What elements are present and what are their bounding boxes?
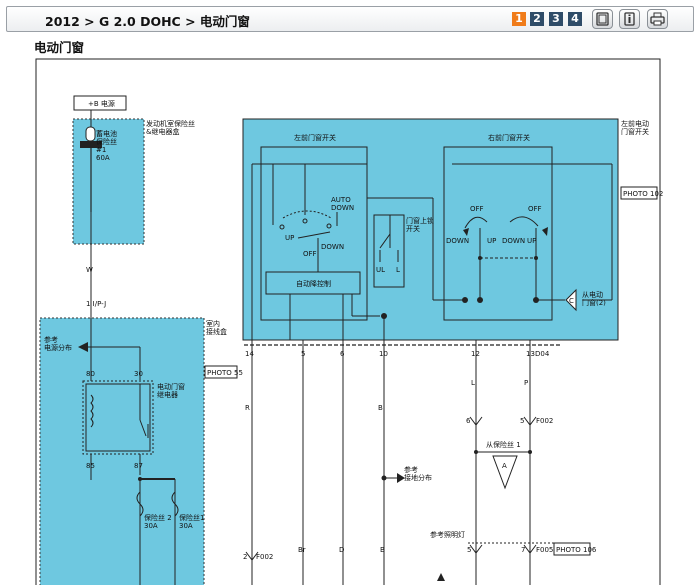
wire-p-label: P (524, 379, 528, 387)
right-switch-frame (443, 146, 553, 321)
page-title: 电动门窗 (34, 40, 85, 55)
connector-c-symbol (565, 288, 577, 312)
right-up-label-2: UP (527, 237, 536, 245)
pin-14-label: 14 (245, 350, 254, 358)
wire-l-label: L (471, 379, 475, 387)
connector-c-label: C (569, 297, 574, 305)
engine-fuse-box (72, 118, 145, 245)
ref-power-dist-label: 参考电源分布 (44, 335, 72, 352)
relay-pin-85: 85 (86, 462, 95, 470)
relay-pin-87: 87 (134, 462, 143, 470)
conn-f005-label: F005 (536, 546, 553, 554)
bottom-pin-5: 5 (467, 546, 471, 554)
conn-f002-label: F002 (536, 417, 553, 425)
from-power-window-label: 从电动门窗(2) (582, 290, 606, 307)
ref-lamp-label: 参考照明灯 (430, 530, 465, 539)
left-front-switch-label: 左前门窗开关 (294, 133, 336, 142)
relay-label: 电动门窗继电器 (157, 382, 185, 399)
pin-6-f002: 6 (466, 417, 471, 425)
wire-r-label: R (245, 404, 250, 412)
photo-102-label: PHOTO 102 (623, 190, 663, 198)
connector-a-label: A (502, 462, 507, 470)
wire-br-label: Br (298, 546, 306, 554)
battery-fuse-symbol (80, 141, 102, 148)
relay-pin-30: 30 (134, 370, 143, 378)
right-off-label-1: OFF (470, 205, 484, 213)
wire-b2-label: B (380, 546, 385, 554)
relay-pin-80: 80 (86, 370, 95, 378)
conn-f002b-label: F002 (256, 553, 273, 561)
wire-d-label: D (339, 546, 344, 554)
power-source-box (73, 95, 127, 111)
front-left-switch-label: 左前电动门窗开关 (621, 119, 649, 136)
right-front-switch-label: 右前门窗开关 (488, 133, 530, 142)
bottom-pin-2: 2 (243, 553, 247, 561)
photo-55-label: PHOTO 55 (207, 369, 243, 377)
engine-fuse-box-label: 发动机室保险丝&继电器盒 (146, 119, 195, 136)
indoor-fuse-box-label: 室内接线盒 (206, 319, 227, 336)
right-off-label-2: OFF (528, 205, 542, 213)
photo-106-label: PHOTO 106 (556, 546, 597, 554)
page-2-button[interactable]: 2 (530, 12, 544, 26)
window-view-icon (596, 12, 609, 26)
right-up-label-1: UP (487, 237, 496, 245)
wire-w-label: W (86, 266, 93, 274)
l-label: L (396, 266, 400, 274)
left-up-label: UP (285, 234, 294, 242)
left-off-label: OFF (303, 250, 317, 258)
lock-switch-label: 门窗上锁开关 (406, 216, 434, 233)
printer-icon (650, 12, 665, 26)
from-fuse-1-label: 从保险丝 1 (486, 440, 521, 449)
pin-5-f002: 5 (520, 417, 524, 425)
auto-down-control-box (265, 271, 361, 295)
info-button[interactable] (619, 9, 640, 29)
bottom-pin-7: 7 (521, 546, 525, 554)
auto-down-control-label: 自动降控制 (296, 279, 331, 288)
right-down-label-2: DOWN (502, 237, 525, 245)
info-icon (624, 12, 635, 26)
left-down-label: DOWN (321, 243, 344, 251)
photo-55-box (204, 365, 238, 379)
photo-102-box (620, 186, 658, 200)
conn-ipj-label: 1 I/P-J (86, 300, 106, 308)
diagram-frame (35, 58, 661, 585)
lock-switch-box (373, 214, 405, 288)
right-down-label-1: DOWN (446, 237, 469, 245)
pin-10-label: 10 (379, 350, 388, 358)
print-button[interactable] (647, 9, 668, 29)
pin-12-label: 12 (471, 350, 480, 358)
page-1-button[interactable]: 1 (512, 12, 526, 26)
power-source-label: +B 电源 (88, 99, 115, 108)
connector-a-symbol (492, 455, 518, 490)
ul-label: UL (376, 266, 385, 274)
photo-106-box (553, 542, 591, 556)
page-4-button[interactable]: 4 (568, 12, 582, 26)
ref-ground-label: 参考接地分布 (404, 465, 432, 482)
power-window-relay (82, 380, 154, 455)
page-3-button[interactable]: 3 (549, 12, 563, 26)
front-left-switch-box (242, 118, 619, 341)
breadcrumb: 2012 > G 2.0 DOHC > 电动门窗 (45, 14, 250, 29)
window-view-button[interactable] (592, 9, 613, 29)
conn-d04-label: D04 (535, 350, 550, 358)
top-toolbar: 2012 > G 2.0 DOHC > 电动门窗 1 2 3 4 (6, 6, 694, 32)
wire-b-label: B (378, 404, 383, 412)
